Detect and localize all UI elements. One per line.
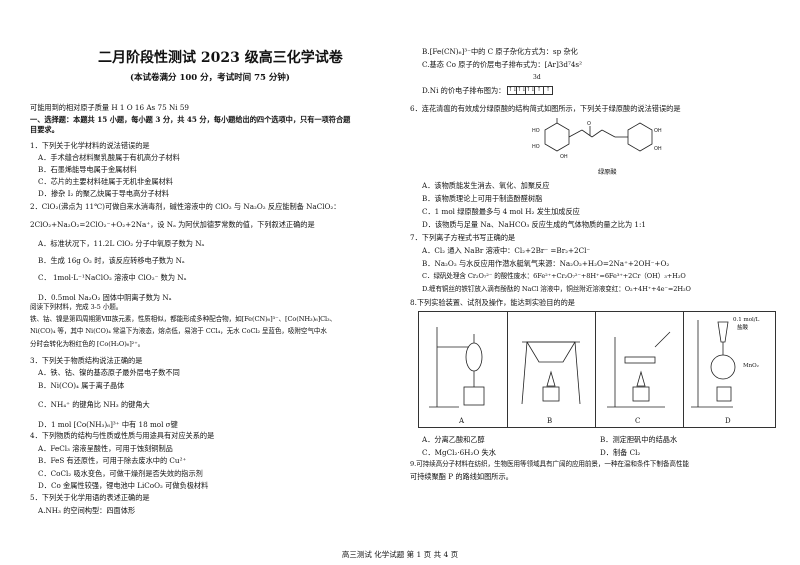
q2-equation: 2ClO₂+Na₂O₂=2ClO₂⁻+O₂+2Na⁺，设 Nₐ 为阿伏加德罗常数… <box>30 220 315 229</box>
q2-option-a: A．标准状况下，11.2L ClO₂ 分子中氧原子数为 Nₐ <box>38 239 205 248</box>
q4-option-b: B．FeS 有还原性，可用于除去废水中的 Cu²⁺ <box>38 456 187 465</box>
q7-option-d: D.缠有铜丝的铁钉放入滴有酚酞的 NaCl 溶液中，铜丝附近溶液变红：O₂+4H… <box>422 285 691 293</box>
apparatus-b: B <box>507 312 596 427</box>
q3-option-d: D．1 mol [Co(NH₃)₆]³⁺ 中有 18 mol σ键 <box>38 420 178 429</box>
exam-subtitle: (本试卷满分 100 分，考试时间 75 分钟) <box>130 73 290 83</box>
svg-text:OH: OH <box>654 146 662 152</box>
question-5: 5．下列关于化学用语的表述正确的是 <box>30 493 150 502</box>
svg-text:OH: OH <box>654 128 662 134</box>
atomic-masses: 可能用到的相对原子质量 H 1 O 16 As 75 Ni 59 <box>30 103 189 112</box>
mno2-label: MnO₂ <box>743 363 759 369</box>
q6-option-d: D．该物质与足量 Na、NaHCO₃ 反应生成的气体物质的量之比为 1:1 <box>422 220 647 229</box>
q5-option-a: A.NH₃ 的空间构型：四面体形 <box>38 506 136 515</box>
apparatus-label: B <box>547 417 553 425</box>
q2-option-d: D．0.5mol Na₂O₂ 固体中阴离子数为 Nₐ <box>38 293 172 302</box>
q4-option-d: D．Co 金属性较强，锂电池中 LiCoO₂ 可做负极材料 <box>38 481 209 490</box>
q5-option-d: D.Ni 的价电子排布图为： <box>422 86 506 95</box>
q8-option-a: A．分离乙酸和乙醇 <box>422 435 485 444</box>
reading-text-1: 铁、钴、镍是第四周期第Ⅷ族元素，性质相似，都能形成多种配合物，如[Fe(CN)₆… <box>30 315 337 323</box>
apparatus-label: A <box>459 417 465 425</box>
question-9: 9.可持续高分子材料在纺织，生物医用等领域具有广阔的应用前景，一种在温和条件下制… <box>410 460 689 468</box>
apparatus-figure: A B <box>418 311 776 428</box>
question-6: 6．连花清瘟的有效成分绿原酸的结构简式如图所示，下列关于绿原酸的说法错误的是 <box>410 104 681 113</box>
q7-option-a: A．Cl₂ 通入 NaBr 溶液中：Cl₂+2Br⁻ =Br₂+2Cl⁻ <box>422 246 591 255</box>
svg-text:O: O <box>587 121 591 127</box>
question-4: 4．下列物质的结构与性质或性质与用途具有对应关系的是 <box>30 431 215 440</box>
q4-option-a: A．FeCl₃ 溶液呈酸性，可用于蚀刻铜制品 <box>38 444 173 453</box>
reading-text-3: 分时会转化为粉红色的 [Co(H₂O)₆]²⁺。 <box>30 340 145 348</box>
q6-option-a: A．该物质能发生消去、氧化、加聚反应 <box>422 181 550 190</box>
q5-option-b: B.[Fe(CN)₆]³⁻中的 C 原子杂化方式为：sp 杂化 <box>422 47 578 56</box>
exam-title: 二月阶段性测试 2023 级高三化学试卷 <box>98 50 343 66</box>
q2-option-c: C． 1mol·L⁻¹NaClO₂ 溶液中 ClO₂⁻ 数为 Nₐ <box>38 273 187 282</box>
question-2: 2．ClO₂(沸点为 11℃)可做自来水消毒剂，碱性溶液中的 ClO₂ 与 Na… <box>30 202 341 211</box>
q1-option-b: B．石墨烯能导电属于金属材料 <box>38 165 137 174</box>
chlorogenic-acid-structure: HO HO OH O OH OH <box>532 118 662 160</box>
section-heading: 一、选择题：本题共 15 小题，每小题 3 分，共 45 分，每小题给出的四个选… <box>30 115 351 124</box>
q6-option-c: C．1 mol 绿原酸最多与 4 mol H₂ 发生加成反应 <box>422 207 580 216</box>
reading-intro: 阅读下列材料，完成 3-5 小题。 <box>30 303 123 311</box>
apparatus-d: 0.1 mol/L 盐酸 MnO₂ D <box>683 312 775 427</box>
question-9-cont: 可持续聚酯 P 的路线如图所示。 <box>410 472 513 481</box>
q7-option-c: C．绿矾处理含 Cr₂O₇²⁻ 的酸性废水：6Fe²⁺+Cr₂O₇²⁻+8H⁺=… <box>422 272 686 280</box>
orbital-box: ↑ <box>543 86 553 95</box>
orbital-3d-label: 3d <box>533 74 541 81</box>
apparatus-label: C <box>635 417 641 425</box>
question-7: 7．下列离子方程式书写正确的是 <box>410 233 516 242</box>
apparatus-c: C <box>595 312 684 427</box>
apparatus-a: A <box>419 312 508 427</box>
q1-option-a: A．手术缝合材料聚乳酸属于有机高分子材料 <box>38 153 180 162</box>
q7-option-b: B．Na₂O₂ 与水反应用作潜水艇氧气来源：Na₂O₂+H₂O=2Na⁺+2OH… <box>422 259 670 268</box>
svg-text:HO: HO <box>532 144 540 150</box>
reading-text-2: Ni(CO)₄ 等，其中 Ni(CO)₄ 常温下为液态，熔点低，易溶于 CCl₄… <box>30 327 327 335</box>
reagent-label: 0.1 mol/L <box>733 317 760 323</box>
svg-text:OH: OH <box>560 154 568 160</box>
page-footer: 高三测试 化学试题 第 1 页 共 4 页 <box>341 550 459 559</box>
q8-option-b: B．测定胆矾中的结晶水 <box>600 435 678 444</box>
q8-option-d: D．制备 Cl₂ <box>600 448 641 457</box>
orbital-diagram: ↑↓↑↓↑↓↑↑ <box>507 84 553 95</box>
reagent-label-2: 盐酸 <box>737 325 749 331</box>
q4-option-c: C．CoCl₂ 吸水变色，可做干燥剂是否失效的指示剂 <box>38 469 203 478</box>
q8-option-c: C．MgCl₂·6H₂O 失水 <box>422 448 496 457</box>
question-1: 1．下列关于化学材料的说法错误的是 <box>30 141 150 150</box>
q5-option-c: C.基态 Co 原子的价层电子排布式为：[Ar]3d⁷4s² <box>422 60 582 69</box>
structure-caption: 绿原酸 <box>598 169 617 176</box>
q3-option-b: B．Ni(CO)₄ 属于离子晶体 <box>38 381 125 390</box>
q1-option-c: C．芯片的主要材料硅属于无机非金属材料 <box>38 177 173 186</box>
q6-option-b: B．该物质理论上可用于制造酚醛树脂 <box>422 194 543 203</box>
q2-option-b: B．生成 16g O₂ 时，该反应转移电子数为 Nₐ <box>38 256 185 265</box>
section-heading-cont: 目要求。 <box>30 125 59 134</box>
question-8: 8.下列实验装置、试剂及操作，能达到实验目的的是 <box>410 298 575 307</box>
q3-option-c: C．NH₄⁺ 的键角比 NH₃ 的键角大 <box>38 400 150 409</box>
apparatus-label: D <box>725 417 731 425</box>
q1-option-d: D．掺杂 I₂ 的聚乙炔属于导电高分子材料 <box>38 189 170 198</box>
question-3: 3．下列关于物质结构说法正确的是 <box>30 356 143 365</box>
q3-option-a: A．铁、钴、镍的基态原子最外层电子数不同 <box>38 368 180 377</box>
svg-text:HO: HO <box>532 128 540 134</box>
